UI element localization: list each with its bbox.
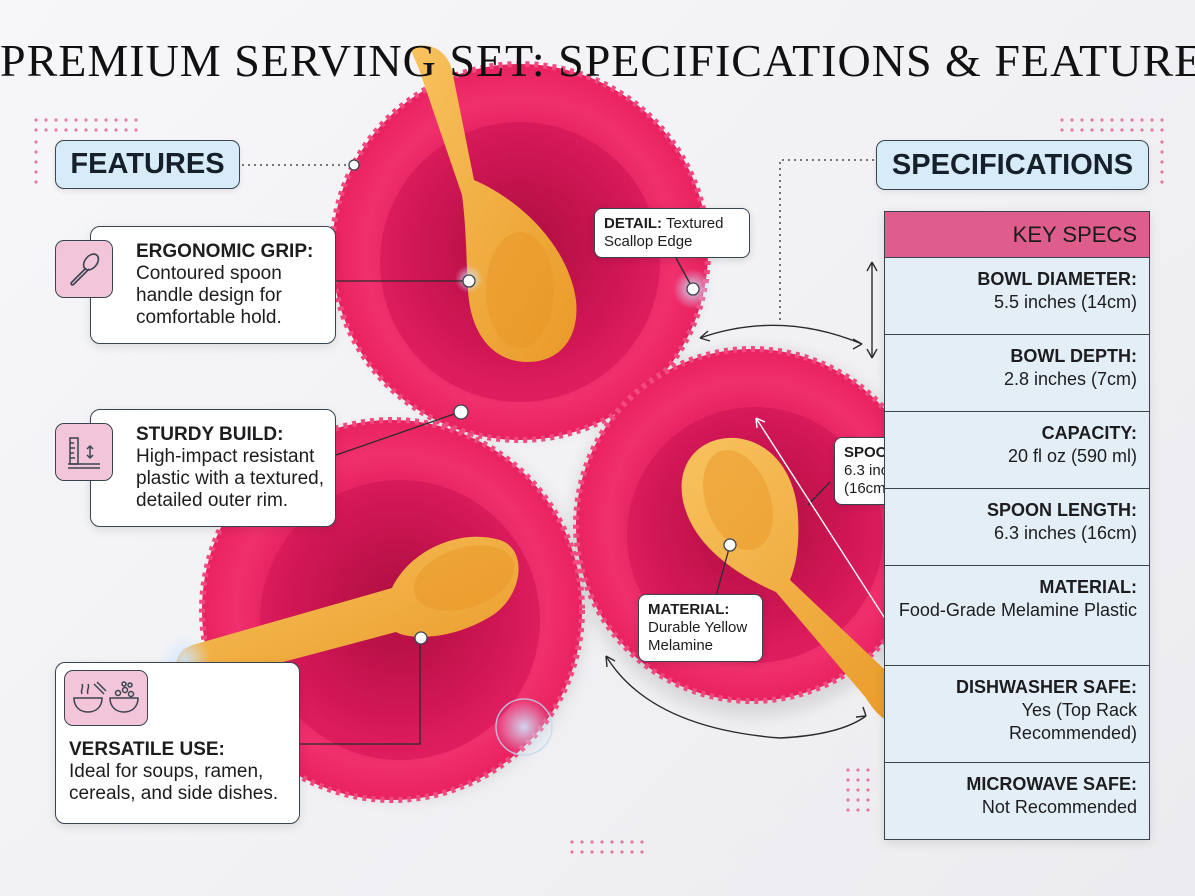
spec-row-spoon-length: SPOON LENGTH: 6.3 inches (16cm) (885, 489, 1149, 566)
feature-text: High-impact resistant plastic with a tex… (136, 446, 324, 511)
spec-value: 5.5 inches (14cm) (993, 292, 1137, 312)
spec-label: SPOON LENGTH: (986, 500, 1137, 520)
spec-value: Yes (Top Rack Recommended) (1008, 700, 1137, 743)
spoon-icon (55, 240, 113, 298)
key-specs-table: KEY SPECS BOWL DIAMETER: 5.5 inches (14c… (884, 211, 1150, 840)
spec-row-bowl-diameter: BOWL DIAMETER: 5.5 inches (14cm) (885, 258, 1149, 335)
feature-label: VERSATILE USE: (69, 739, 225, 760)
bowls-icon (64, 670, 148, 726)
callout-label: DETAIL: (604, 215, 663, 232)
spoon-bottom-left (176, 536, 519, 684)
spec-label: CAPACITY: (1041, 423, 1137, 443)
spec-row-material: MATERIAL: Food-Grade Melamine Plastic (885, 566, 1149, 666)
spec-label: MATERIAL: (1039, 577, 1137, 597)
feature-text: Ideal for soups, ramen, cereals, and sid… (69, 761, 279, 804)
spec-value: Food-Grade Melamine Plastic (898, 600, 1137, 620)
measure-icon (55, 423, 113, 481)
spec-value: 6.3 inches (16cm) (993, 523, 1137, 543)
feature-label: STURDY BUILD: (136, 424, 284, 445)
spec-label: DISHWASHER SAFE: (955, 677, 1137, 697)
feature-label: ERGONOMIC GRIP: (136, 241, 314, 262)
callout-material: MATERIAL: Durable Yellow Melamine (638, 594, 763, 662)
feature-card-sturdy: STURDY BUILD: High-impact resistant plas… (90, 409, 336, 527)
spec-label: BOWL DIAMETER: (977, 269, 1137, 289)
callout-text: Durable Yellow Melamine (648, 619, 748, 654)
feature-card-grip: ERGONOMIC GRIP: Contoured spoon handle d… (90, 226, 336, 344)
spec-label: BOWL DEPTH: (1010, 346, 1137, 366)
callout-label: MATERIAL: (648, 601, 730, 618)
spec-value: Not Recommended (981, 797, 1137, 817)
spec-row-microwave-safe: MICROWAVE SAFE: Not Recommended (885, 763, 1149, 839)
spec-value: 2.8 inches (7cm) (1003, 369, 1137, 389)
page-title: PREMIUM SERVING SET: SPECIFICATIONS & FE… (0, 35, 1195, 86)
spec-label: MICROWAVE SAFE: (966, 774, 1137, 794)
decorative-dots (34, 118, 1164, 854)
key-specs-heading: KEY SPECS (885, 212, 1149, 258)
spec-value: 20 fl oz (590 ml) (1007, 446, 1137, 466)
features-heading: FEATURES (55, 140, 240, 189)
spec-row-bowl-depth: BOWL DEPTH: 2.8 inches (7cm) (885, 335, 1149, 412)
spoon-top (411, 45, 577, 362)
feature-text: Contoured spoon handle design for comfor… (136, 263, 282, 328)
callout-text: Textured Scallop Edge (604, 215, 724, 250)
callout-detail: DETAIL: Textured Scallop Edge (594, 208, 750, 258)
spec-row-dishwasher-safe: DISHWASHER SAFE: Yes (Top Rack Recommend… (885, 666, 1149, 763)
specifications-heading: SPECIFICATIONS (876, 140, 1149, 190)
spoon-right (681, 437, 913, 724)
spec-row-capacity: CAPACITY: 20 fl oz (590 ml) (885, 412, 1149, 489)
